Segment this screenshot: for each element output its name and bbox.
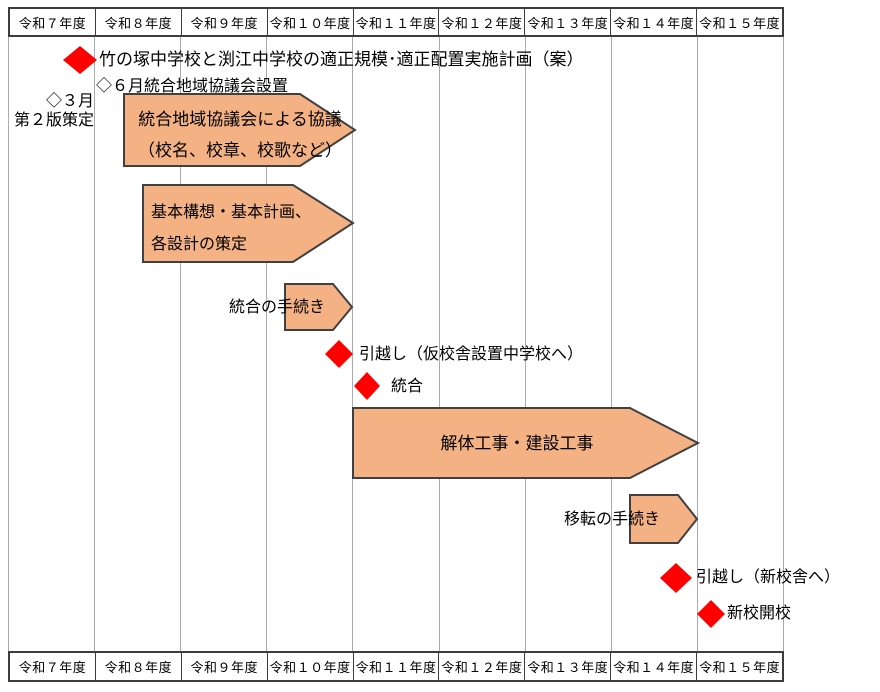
year-footer-cell-r12: 令和１２年度: [439, 653, 526, 680]
year-footer-row: 令和７年度 令和８年度 令和９年度 令和１０年度 令和１１年度 令和１２年度 令…: [8, 651, 784, 682]
year-header-cell-r10: 令和１０年度: [268, 9, 354, 35]
construction-label: 解体工事・建設工事: [440, 434, 594, 453]
year-footer-cell-r7: 令和７年度: [10, 653, 96, 680]
year-header-cell-r8: 令和８年度: [96, 9, 182, 35]
council-discussion-arrow: [123, 93, 357, 167]
year-footer-cell-r8: 令和８年度: [96, 653, 182, 680]
grid-column-r12: [440, 37, 526, 651]
timeline-grid: [8, 37, 784, 651]
merge-procedure-arrow: [284, 283, 354, 331]
june-council-setup-label: ◇６月統合地域協議会設置: [96, 78, 289, 95]
year-header-cell-r15: 令和１５年度: [699, 15, 781, 31]
plan-title-label: 竹の塚中学校と渕江中学校の適正規模･適正配置実施計画（案）: [99, 50, 584, 69]
grid-column-r9: [181, 37, 268, 651]
year-header-cell-r13: 令和１３年度: [525, 9, 612, 35]
year-footer-cell-r11: 令和１１年度: [354, 653, 440, 680]
plan-milestone-diamond: [63, 46, 97, 74]
merge-milestone-diamond: [354, 372, 380, 400]
grid-column-r14: [612, 37, 698, 651]
year-header-cell-r11: 令和１１年度: [354, 9, 440, 35]
moving-temp-label: 引越し（仮校舎設置中学校へ）: [359, 346, 584, 363]
moving-new-milestone-diamond: [660, 563, 692, 593]
grid-column-r10: [267, 37, 354, 651]
year-header-cell-r14: 令和１４年度: [611, 9, 698, 35]
year-footer-cell-r15: 令和１５年度: [699, 660, 781, 675]
basic-plan-arrow: [142, 184, 355, 263]
year-header-cell-r7: 令和７年度: [10, 9, 96, 35]
march-label: ◇３月: [45, 93, 94, 110]
council-discussion-line1: 統合地域協議会による協議: [138, 110, 342, 129]
year-footer-cell-r14: 令和１４年度: [611, 653, 698, 680]
basic-plan-line2: 各設計の策定: [151, 236, 248, 253]
year-header-cell-r9: 令和９年度: [182, 9, 268, 35]
moving-temp-milestone-diamond: [325, 340, 353, 368]
year-header-cell-r12: 令和１２年度: [439, 9, 526, 35]
year-header-row: 令和７年度 令和８年度 令和９年度 令和１０年度 令和１１年度 令和１２年度 令…: [8, 7, 784, 37]
grid-column-r15: [698, 37, 784, 651]
year-footer-cell-r9: 令和９年度: [182, 653, 268, 680]
council-discussion-label: 統合地域協議会による協議 （校名、校章、校歌など）: [124, 104, 356, 166]
relocation-procedure-arrow: [629, 494, 699, 544]
council-discussion-line2: （校名、校章、校歌など）: [138, 141, 342, 160]
school-open-milestone-diamond: [697, 600, 725, 628]
year-footer-cell-r10: 令和１０年度: [268, 653, 354, 680]
grid-column-r11: [353, 37, 440, 651]
grid-column-r8: [95, 37, 182, 651]
moving-new-label: 引越し（新校舎へ）: [696, 569, 841, 586]
basic-plan-line1: 基本構想・基本計画、: [151, 204, 312, 221]
merge-label: 統合: [391, 378, 424, 395]
relocation-procedure-label: 移転の手続き: [564, 511, 661, 528]
merge-procedure-label: 統合の手続き: [229, 299, 326, 316]
basic-plan-label: 基本構想・基本計画、 各設計の策定: [151, 197, 311, 261]
new-school-open-label: 新校開校: [727, 605, 792, 622]
year-footer-cell-r13: 令和１３年度: [525, 653, 612, 680]
grid-column-r13: [526, 37, 612, 651]
construction-arrow: [352, 407, 701, 479]
second-edition-label: 第２版策定: [13, 112, 94, 129]
grid-column-r7: [9, 37, 96, 651]
